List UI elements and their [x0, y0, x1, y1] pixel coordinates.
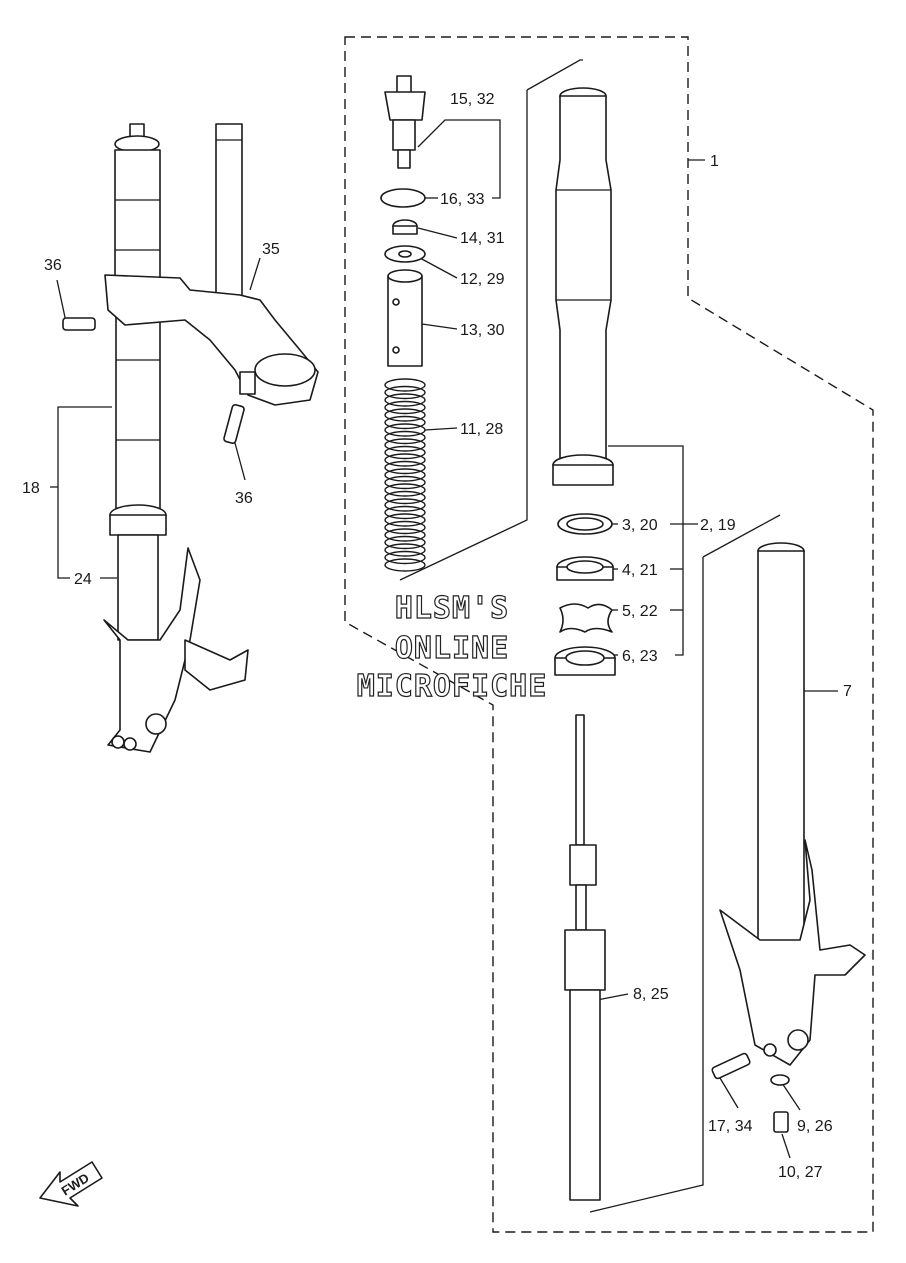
- spring-coil: [384, 408, 426, 422]
- spring-coil: [384, 438, 426, 452]
- callout-4-21: 4, 21: [622, 562, 658, 579]
- fork-spring-11: [384, 378, 426, 572]
- o-ring-16: [380, 188, 426, 208]
- spring-coil: [384, 528, 426, 542]
- steering-stem: [215, 123, 243, 300]
- watermark-line-3: MICROFICHE: [357, 669, 548, 704]
- callout-1: 1: [710, 153, 719, 170]
- spring-coil: [384, 415, 426, 430]
- spring-coil: [384, 423, 426, 437]
- callout-9-26: 9, 26: [797, 1118, 833, 1135]
- bolt-17: [711, 1052, 751, 1080]
- leader-lines: [50, 59, 838, 1213]
- oil-seal-clip-3: [557, 513, 613, 535]
- spring-coil: [384, 505, 426, 520]
- spring-coil: [384, 498, 426, 512]
- spring-coil: [384, 393, 426, 407]
- oil-seal-4: [556, 556, 614, 581]
- callout-36-bottom: 36: [235, 490, 253, 507]
- watermark: HLSM'S ONLINE MICROFICHE: [356, 590, 548, 704]
- collar-13: [387, 269, 423, 367]
- watermark-line-1: HLSM'S: [395, 591, 509, 626]
- callout-24: 24: [74, 571, 92, 588]
- callout-12-29: 12, 29: [460, 271, 505, 288]
- spring-coil: [384, 550, 426, 565]
- nut-14: [392, 219, 418, 235]
- spring-coil: [384, 513, 426, 527]
- callout-3-20: 3, 20: [622, 517, 658, 534]
- spring-coil: [384, 445, 426, 460]
- callout-18: 18: [22, 480, 40, 497]
- assembly-dashed-outline: [344, 36, 874, 1233]
- spring-coil: [384, 453, 426, 467]
- outer-tube-2: [552, 87, 614, 486]
- callout-15-32: 15, 32: [450, 91, 495, 108]
- spring-coil: [384, 378, 426, 392]
- callout-6-23: 6, 23: [622, 648, 658, 665]
- callout-8-25: 8, 25: [633, 986, 669, 1003]
- drain-bolt-10: [773, 1111, 789, 1133]
- assembled-fork-leg-18: [62, 123, 319, 753]
- spring-coil: [384, 475, 426, 490]
- spring-coil: [384, 468, 426, 482]
- fwd-arrow: FWD: [39, 1161, 103, 1207]
- spring-coil: [384, 430, 426, 445]
- callout-2-19: 2, 19: [700, 517, 736, 534]
- fork-clamp-35: [254, 353, 316, 387]
- seal-clip-5: [559, 603, 613, 633]
- dust-seal-6: [554, 646, 616, 676]
- spring-coil: [384, 400, 426, 415]
- spring-coil: [384, 385, 426, 400]
- callout-5-22: 5, 22: [622, 603, 658, 620]
- washer-12: [384, 245, 426, 263]
- inner-tube-7: [719, 542, 866, 1066]
- callout-17-34: 17, 34: [708, 1118, 753, 1135]
- washer-9: [770, 1074, 790, 1086]
- axle-boss-left: [145, 713, 167, 735]
- damper-assembly-8: [564, 714, 606, 1201]
- callout-14-31: 14, 31: [460, 230, 505, 247]
- callout-10-27: 10, 27: [778, 1164, 823, 1181]
- callout-36-top: 36: [44, 257, 62, 274]
- callout-7: 7: [843, 683, 852, 700]
- callout-labels: 1 2, 19 3, 20 4, 21 5, 22 6, 23 7 8, 25 …: [22, 91, 852, 1181]
- callout-16-33: 16, 33: [440, 191, 485, 208]
- bolt-36-lower: [223, 403, 245, 445]
- bolt-36-upper: [62, 317, 96, 331]
- spring-coil: [384, 543, 426, 557]
- spring-coil: [384, 520, 426, 535]
- spring-coil: [384, 558, 426, 572]
- watermark-line-2: ONLINE: [395, 631, 509, 666]
- callout-35: 35: [262, 241, 280, 258]
- spring-coil: [384, 535, 426, 550]
- callout-13-30: 13, 30: [460, 322, 505, 339]
- spring-coil: [384, 483, 426, 497]
- callout-11-28: 11, 28: [460, 421, 503, 438]
- spring-coil: [384, 490, 426, 505]
- fork-cap-bolt-15: [384, 75, 426, 169]
- spring-coil: [384, 460, 426, 475]
